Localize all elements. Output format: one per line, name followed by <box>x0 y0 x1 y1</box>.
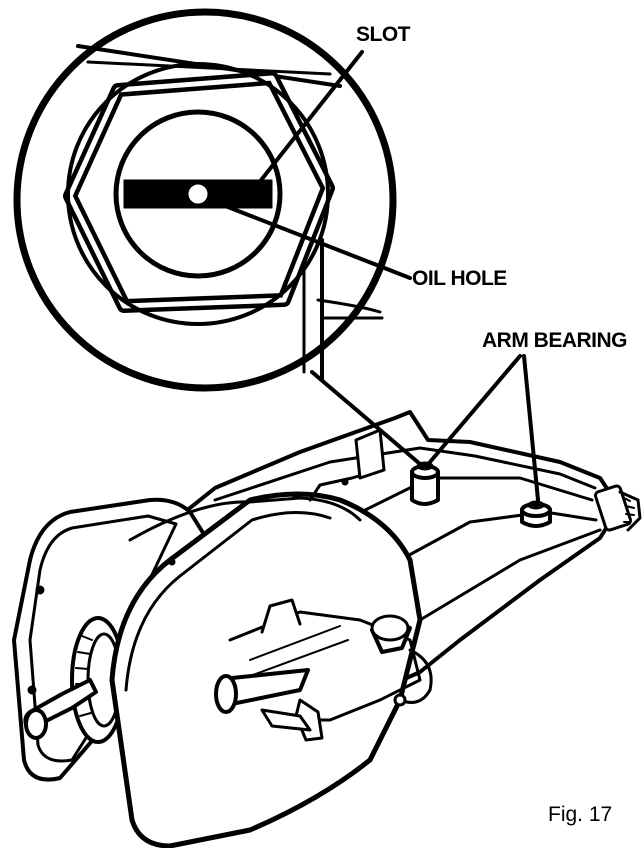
bevel-scale <box>70 616 126 744</box>
bevel-lock-handle <box>23 678 98 740</box>
arm-bearing-leader-right <box>522 354 540 502</box>
oil-hole-leader <box>208 198 412 280</box>
figure-caption: Fig. 17 <box>548 803 613 826</box>
mounting-bolt <box>35 585 45 595</box>
oil-hole <box>185 181 211 207</box>
arm-bearing-leader-left <box>428 354 522 464</box>
bearing-outer-race <box>66 62 330 326</box>
magnifier-leader <box>310 370 422 466</box>
arm-bearing-left <box>410 461 440 506</box>
bearing-inner-race <box>113 109 283 279</box>
motor-housing <box>128 496 362 542</box>
arm-edge-lower <box>418 528 602 622</box>
arm-channel <box>213 446 597 502</box>
mounting-bolt <box>27 685 37 695</box>
slot-leader <box>256 50 364 186</box>
arm-bearing-right <box>520 500 552 528</box>
arm-rail <box>343 476 594 522</box>
arm-rail-lower <box>398 510 598 562</box>
arm-bearing-label: ARM BEARING <box>482 329 628 352</box>
arm-end-knob <box>593 484 642 532</box>
detail-magnifier <box>13 8 397 392</box>
slot-label: SLOT <box>356 23 411 46</box>
yoke-carriage <box>214 598 433 742</box>
leader-lines <box>208 50 540 502</box>
oil-hole-label: OIL HOLE <box>412 267 507 290</box>
saw-body <box>12 410 642 848</box>
